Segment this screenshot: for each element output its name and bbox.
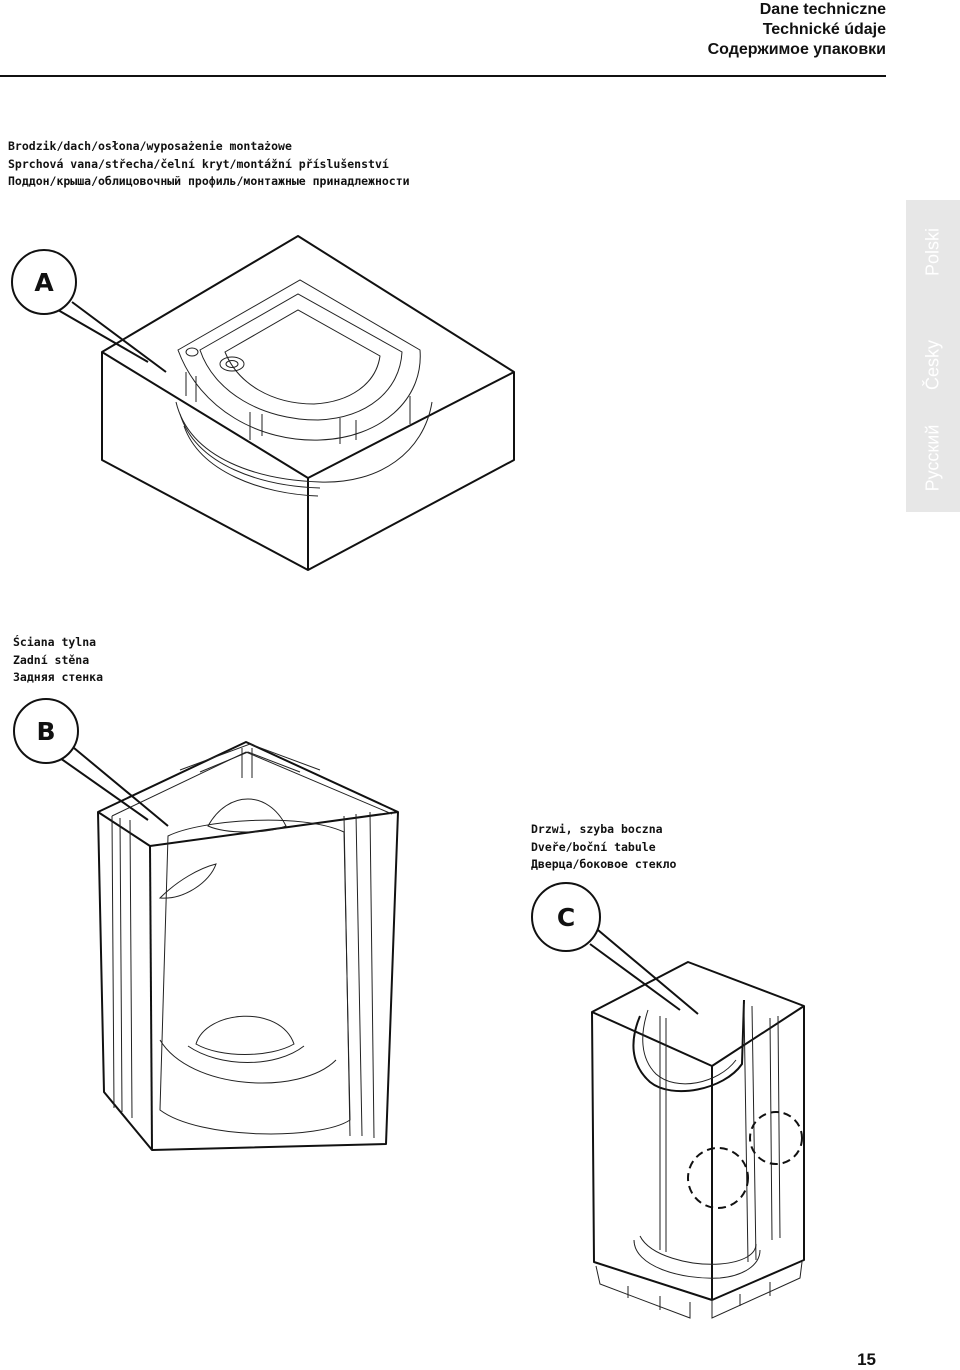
callout-b: B <box>13 698 169 827</box>
header-title-cz: Technické údaje <box>762 21 886 38</box>
illustration-a-shower-tray-box <box>101 235 515 571</box>
callout-b-circle <box>13 698 79 764</box>
caption-b-pl: Ściana tylna <box>13 635 97 649</box>
caption-section-a: Brodzik/dach/osłona/wyposażenie montażow… <box>8 138 410 191</box>
page-number: 15 <box>857 1350 876 1369</box>
caption-a-cz: Sprchová vana/střecha/čelní kryt/montážn… <box>8 156 389 171</box>
header-rule <box>0 75 886 77</box>
header-title-ru: Содержимое упаковки <box>707 41 886 58</box>
caption-b-ru: Задняя стенка <box>13 670 104 684</box>
caption-section-b: Ściana tylna Zadní stěna Задняя стенка <box>13 634 103 687</box>
callout-b-letter: B <box>36 717 55 746</box>
callout-a-letter: A <box>34 268 54 297</box>
illustration-b-back-wall-box <box>97 741 399 1151</box>
caption-b-cz: Zadní stěna <box>13 652 90 667</box>
caption-section-c: Drzwi, szyba boczna Dveře/boční tabule Д… <box>531 821 676 874</box>
caption-a-ru: Поддон/крыша/облицовочный профиль/монтаж… <box>8 174 410 188</box>
illustration-c-door-box <box>591 961 805 1319</box>
caption-c-cz: Dveře/boční tabule <box>531 839 656 854</box>
caption-a-pl: Brodzik/dach/osłona/wyposażenie montażow… <box>8 139 292 153</box>
callout-c: C <box>531 882 699 1015</box>
header-title-pl: Dane techniczne <box>759 1 886 18</box>
page-header: Dane techniczne Technické údaje Содержим… <box>708 0 886 60</box>
callout-c-circle <box>531 882 601 952</box>
caption-c-ru: Дверца/боковое стекло <box>531 857 677 871</box>
callout-a: A <box>11 249 167 373</box>
caption-c-pl: Drzwi, szyba boczna <box>531 822 663 836</box>
language-sidebar: Polski Česky Русский <box>906 200 960 512</box>
callout-c-letter: C <box>557 903 575 932</box>
callout-a-circle <box>11 249 77 315</box>
